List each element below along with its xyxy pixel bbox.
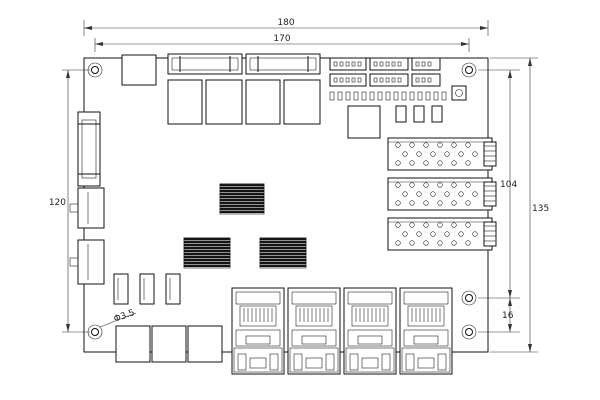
crystal-1 <box>395 105 407 123</box>
rj45-port-4 <box>399 287 453 375</box>
usb-port-3 <box>187 325 223 363</box>
pin-header-holes <box>333 61 432 83</box>
led-connector-3 <box>165 273 181 305</box>
dim-hole-width-label: 170 <box>273 34 290 44</box>
dimension-top-holes: 170 <box>94 34 470 52</box>
side-connector-1 <box>69 187 105 229</box>
sfp-cage-1 <box>387 137 497 171</box>
pin-header-1 <box>329 57 367 71</box>
dim-sfp-height-label: 104 <box>500 180 517 190</box>
dim-overall-height-label: 135 <box>532 204 549 214</box>
side-connector-2 <box>69 239 105 285</box>
usb-port-1 <box>115 325 151 363</box>
dimension-top-overall: 180 <box>83 18 489 36</box>
power-module-1 <box>167 79 203 125</box>
power-module-2 <box>205 79 243 125</box>
sfp-cage-3 <box>387 217 497 251</box>
heatsink-left <box>183 237 231 269</box>
pin-header-3 <box>411 57 441 71</box>
led-connector-2 <box>139 273 155 305</box>
mounting-hole-mid-right <box>461 290 477 306</box>
dim-overall-width-label: 180 <box>277 18 294 28</box>
crystal-2 <box>413 105 425 123</box>
heatsink-cpu <box>219 183 265 215</box>
dimension-left-holes: 120 <box>49 69 90 333</box>
sfp-cage-2 <box>387 177 497 211</box>
sata-connector-2 <box>245 53 321 75</box>
smd-component-row <box>329 91 447 101</box>
mounting-hole-bottom-right <box>461 324 477 340</box>
reset-button <box>451 85 467 101</box>
rj45-port-2 <box>287 287 341 375</box>
power-module-4 <box>283 79 321 125</box>
mounting-hole-top-right <box>461 62 477 78</box>
dimension-right-sfp: 104 <box>478 69 520 299</box>
pin-header-4 <box>329 73 367 87</box>
power-module-3 <box>245 79 281 125</box>
pin-header-6 <box>411 73 441 87</box>
rj45-port-1 <box>231 287 285 375</box>
sata-connector-1 <box>167 53 243 75</box>
led-connector-1 <box>113 273 129 305</box>
dimension-right-bottom: 16 <box>478 298 520 333</box>
dimension-right-overall: 135 <box>490 57 549 353</box>
com-port-connector <box>77 111 101 187</box>
dim-bottom-offset-label: 16 <box>502 311 514 321</box>
dim-hole-height-label: 120 <box>49 198 66 208</box>
crystal-3 <box>431 105 443 123</box>
hole-diameter-label: Φ3.5 <box>113 308 137 325</box>
power-jack <box>121 54 157 86</box>
rj45-port-3 <box>343 287 397 375</box>
ic-chip <box>347 105 381 139</box>
usb-port-2 <box>151 325 187 363</box>
mounting-hole-top-left <box>87 62 103 78</box>
heatsink-right <box>259 237 307 269</box>
